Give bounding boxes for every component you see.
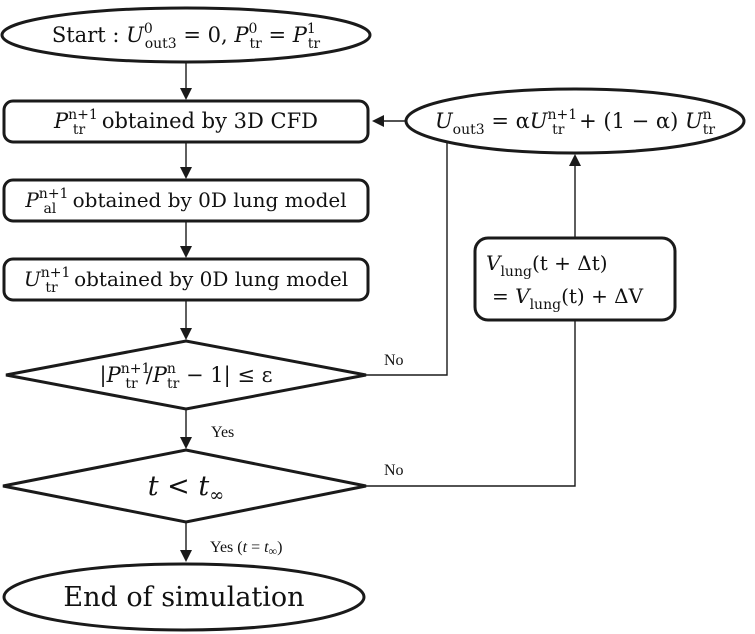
arrowhead-down-icon	[180, 167, 192, 179]
volume-line-2: = Vlung(t) + ΔV	[492, 284, 644, 313]
converge-yes-label: Yes	[211, 424, 234, 441]
arrowhead-up-icon	[569, 154, 581, 166]
lung-flow-node	[2, 257, 370, 302]
start-node	[0, 6, 372, 64]
arrowhead-down-icon	[180, 246, 192, 258]
converge-no-label: No	[384, 352, 404, 369]
end-node	[2, 562, 366, 632]
time-label: t < t∞	[148, 471, 225, 506]
volume-line-1: Vlung(t + Δt)	[486, 251, 608, 280]
end-label: End of simulation	[63, 582, 304, 613]
arrowhead-down-icon	[180, 550, 192, 562]
time-yes-label: Yes (t = t∞)	[210, 539, 282, 558]
time-decision	[2, 448, 367, 524]
time-no-label: No	[384, 462, 404, 479]
convergence-decision	[5, 339, 367, 411]
cfd-node	[2, 99, 370, 144]
relaxation-node	[404, 87, 746, 155]
edge-converge-relax	[366, 140, 448, 376]
arrowhead-left-icon	[372, 115, 384, 127]
arrowhead-down-icon	[180, 88, 192, 100]
edge-time-volume	[366, 320, 576, 487]
arrowhead-down-icon	[180, 437, 192, 449]
volume-update-node	[473, 236, 677, 322]
lung-pressure-node	[2, 178, 370, 223]
arrowhead-down-icon	[180, 328, 192, 340]
